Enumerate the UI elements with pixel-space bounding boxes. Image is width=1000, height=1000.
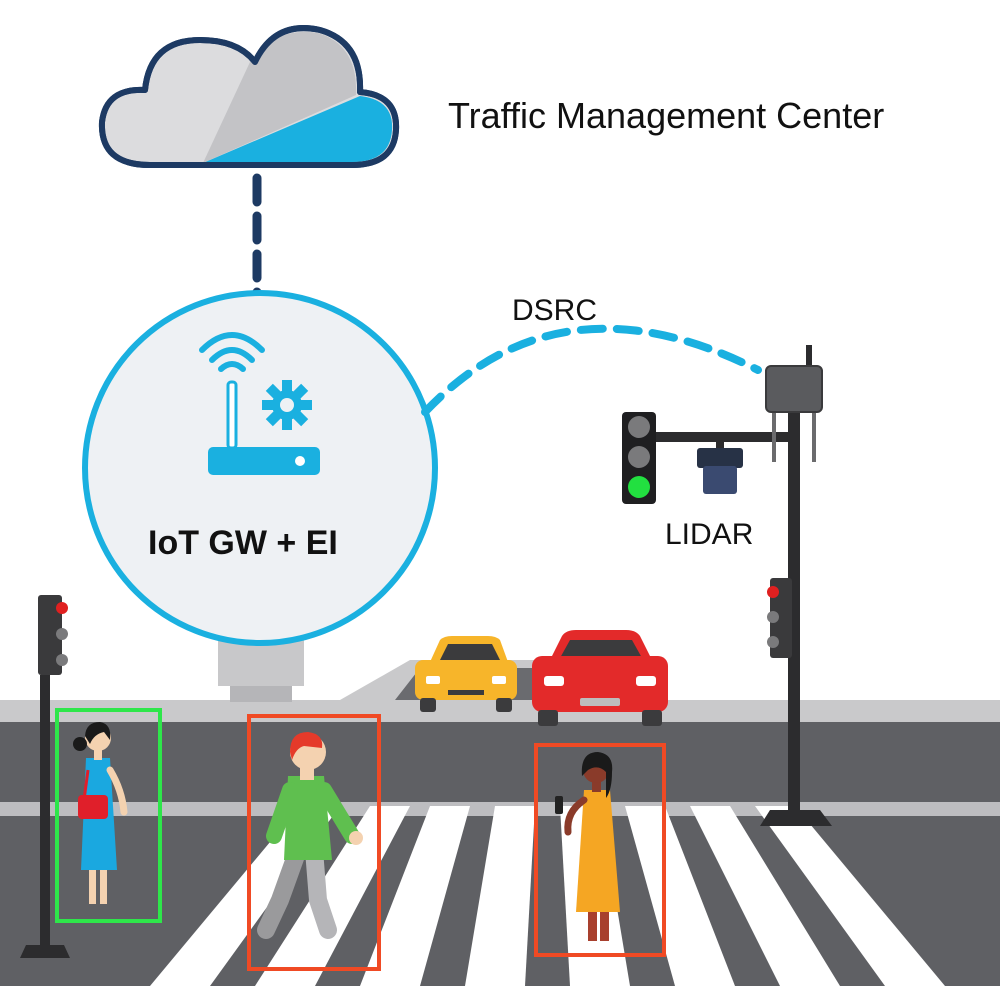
detection-box-alert [247,714,381,971]
pedestrian-icon [73,722,128,904]
signal-pole-right [650,345,832,826]
dsrc-label: DSRC [512,294,597,327]
cloud-icon [98,25,400,168]
lidar-label: LIDAR [665,518,753,551]
signal-pole-left [20,595,70,958]
car-icon [415,636,517,712]
dsrc-unit-icon [765,365,823,413]
pedestrian-icon [257,732,363,939]
wifi-router-icon [199,332,320,475]
detection-box-safe [55,708,162,923]
pedestrian-icon [555,752,620,941]
car-icon [532,630,668,726]
traffic-light-icon [767,578,792,658]
detection-box-alert [534,743,666,957]
lidar-sensor-icon [697,442,743,494]
title-label: Traffic Management Center [448,95,884,136]
traffic-light-icon [622,412,656,504]
dsrc-link [421,324,762,416]
gateway-label: IoT GW + EI [148,524,338,562]
gear-icon [262,380,312,430]
